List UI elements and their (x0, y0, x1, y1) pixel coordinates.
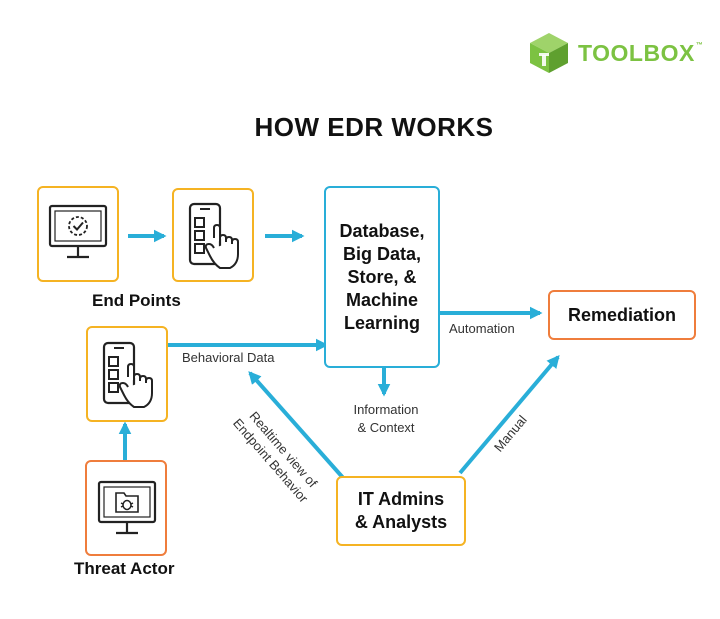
page-title: HOW EDR WORKS (254, 112, 494, 142)
trademark: ™ (695, 42, 704, 49)
it-admins-box: IT Admins & Analysts (336, 476, 466, 546)
arrow-realtime-view (248, 371, 347, 482)
information-context-label: Information & Context (326, 401, 446, 437)
endpoint-phone-box (172, 188, 254, 282)
it-admins-line: & Analysts (354, 512, 448, 532)
database-line: Database, (339, 220, 425, 241)
monitor-check-icon (48, 204, 108, 259)
arrow-manual (458, 355, 560, 475)
it-admins-line: IT Admins (357, 489, 445, 509)
database-line: Store, & (347, 266, 417, 287)
end-points-label: End Points (92, 291, 181, 310)
behavioral-data-label: Behavioral Data (182, 350, 275, 365)
threat-actor-box (85, 460, 167, 556)
information-context-line: & Context (357, 420, 415, 435)
automation-label: Automation (449, 321, 515, 336)
it-admins-text: IT Admins & Analysts (355, 488, 447, 534)
endpoint-monitor-box (37, 186, 119, 282)
monitor-bug-icon (97, 480, 157, 535)
phone-touch-icon (188, 202, 239, 269)
brand-logo: TOOLBOX™ (578, 40, 703, 67)
information-context-line: Information (353, 402, 419, 417)
database-box: Database, Big Data, Store, & Machine Lea… (324, 186, 440, 368)
threat-actor-label: Threat Actor (74, 559, 175, 578)
database-line: Big Data, (342, 243, 421, 264)
remediation-label: Remediation (567, 304, 677, 325)
database-line: Learning (343, 312, 420, 333)
brand-name: TOOLBOX (578, 40, 695, 66)
cube-logo-icon (530, 33, 568, 73)
database-line: Machine (345, 289, 418, 310)
phone-touch-icon (102, 341, 153, 408)
behavior-phone-box (86, 326, 168, 422)
remediation-box: Remediation (548, 290, 696, 340)
database-text: Database, Big Data, Store, & Machine Lea… (339, 220, 424, 335)
